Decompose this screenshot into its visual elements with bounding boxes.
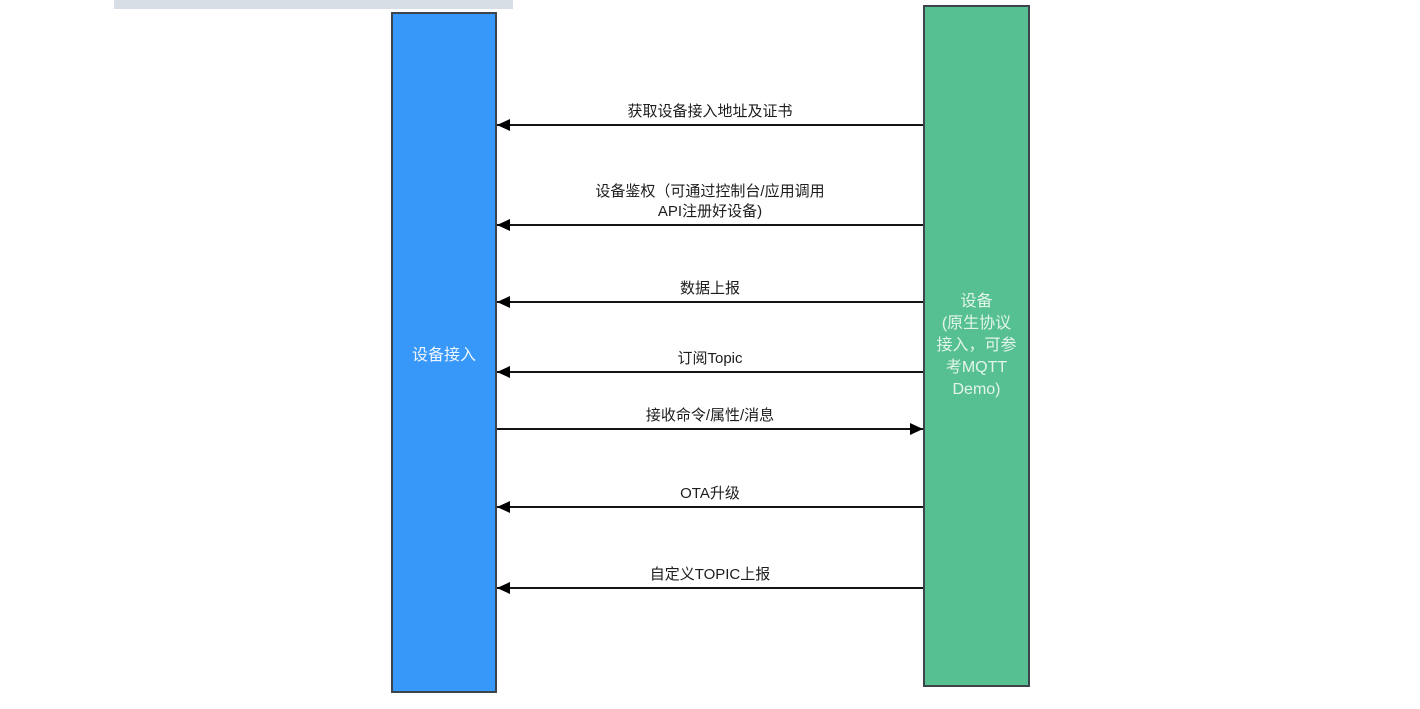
- message-label: 数据上报: [679, 280, 740, 297]
- message-label: OTA升级: [680, 485, 740, 502]
- message-label-line: 设备鉴权（可通过控制台/应用调用: [595, 183, 825, 200]
- message-label: 获取设备接入地址及证书: [627, 103, 793, 120]
- arrowhead-left-icon: [497, 582, 510, 594]
- arrowhead-left-icon: [497, 119, 510, 131]
- device-access-label: 设备接入: [411, 346, 476, 364]
- message-label: 接收命令/属性/消息: [645, 407, 775, 424]
- device-lifeline: 设备 (原生协议 接入，可参 考MQTT Demo): [923, 5, 1030, 687]
- message-label-line: API注册好设备): [657, 203, 763, 220]
- arrow-line: [497, 301, 923, 303]
- arrowhead-left-icon: [497, 501, 510, 513]
- device-label-line: 接入，可参: [936, 337, 1017, 354]
- arrowhead-left-icon: [497, 296, 510, 308]
- arrow-line: [497, 587, 923, 589]
- top-strip: [114, 0, 513, 9]
- arrowhead-left-icon: [497, 366, 510, 378]
- message-label: 订阅Topic: [677, 350, 743, 367]
- device-label-line: (原生协议: [941, 315, 1012, 332]
- device-label-line: Demo): [952, 381, 1001, 398]
- message-label: 自定义TOPIC上报: [649, 566, 771, 583]
- arrowhead-right-icon: [910, 423, 923, 435]
- arrow-line: [497, 428, 923, 430]
- arrow-line: [497, 124, 923, 126]
- device-label-line: 设备: [960, 293, 993, 310]
- arrowhead-left-icon: [497, 219, 510, 231]
- device-access-lifeline: 设备接入: [391, 12, 497, 693]
- arrow-line: [497, 224, 923, 226]
- device-label-line: 考MQTT: [945, 359, 1008, 376]
- arrow-line: [497, 371, 923, 373]
- arrow-line: [497, 506, 923, 508]
- message-label: 设备鉴权（可通过控制台/应用调用 API注册好设备): [497, 182, 923, 222]
